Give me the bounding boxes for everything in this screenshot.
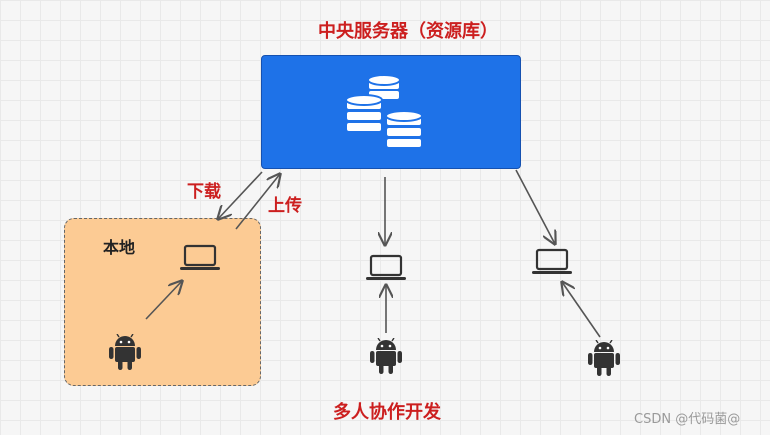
database-stack-icon (345, 74, 423, 149)
android-icon (588, 340, 620, 376)
android-icon (370, 338, 402, 374)
upload-arrow (235, 174, 280, 230)
laptop-icon (366, 254, 406, 280)
right-up-arrow (562, 282, 601, 338)
local-up-arrow (145, 281, 182, 320)
laptop-icon (180, 244, 220, 270)
local-label: 本地 (103, 238, 136, 257)
watermark: CSDN @代码菌@ (634, 412, 741, 427)
android-icon (109, 334, 141, 370)
collaboration-caption: 多人协作开发 (333, 402, 441, 423)
central-server-box (261, 55, 521, 169)
laptop-icon (532, 248, 572, 274)
download-label: 下载 (187, 182, 221, 202)
upload-label: 上传 (268, 196, 302, 216)
download-arrow (218, 171, 263, 219)
server-title: 中央服务器（资源库） (318, 21, 498, 42)
right-down-arrow (515, 169, 555, 244)
